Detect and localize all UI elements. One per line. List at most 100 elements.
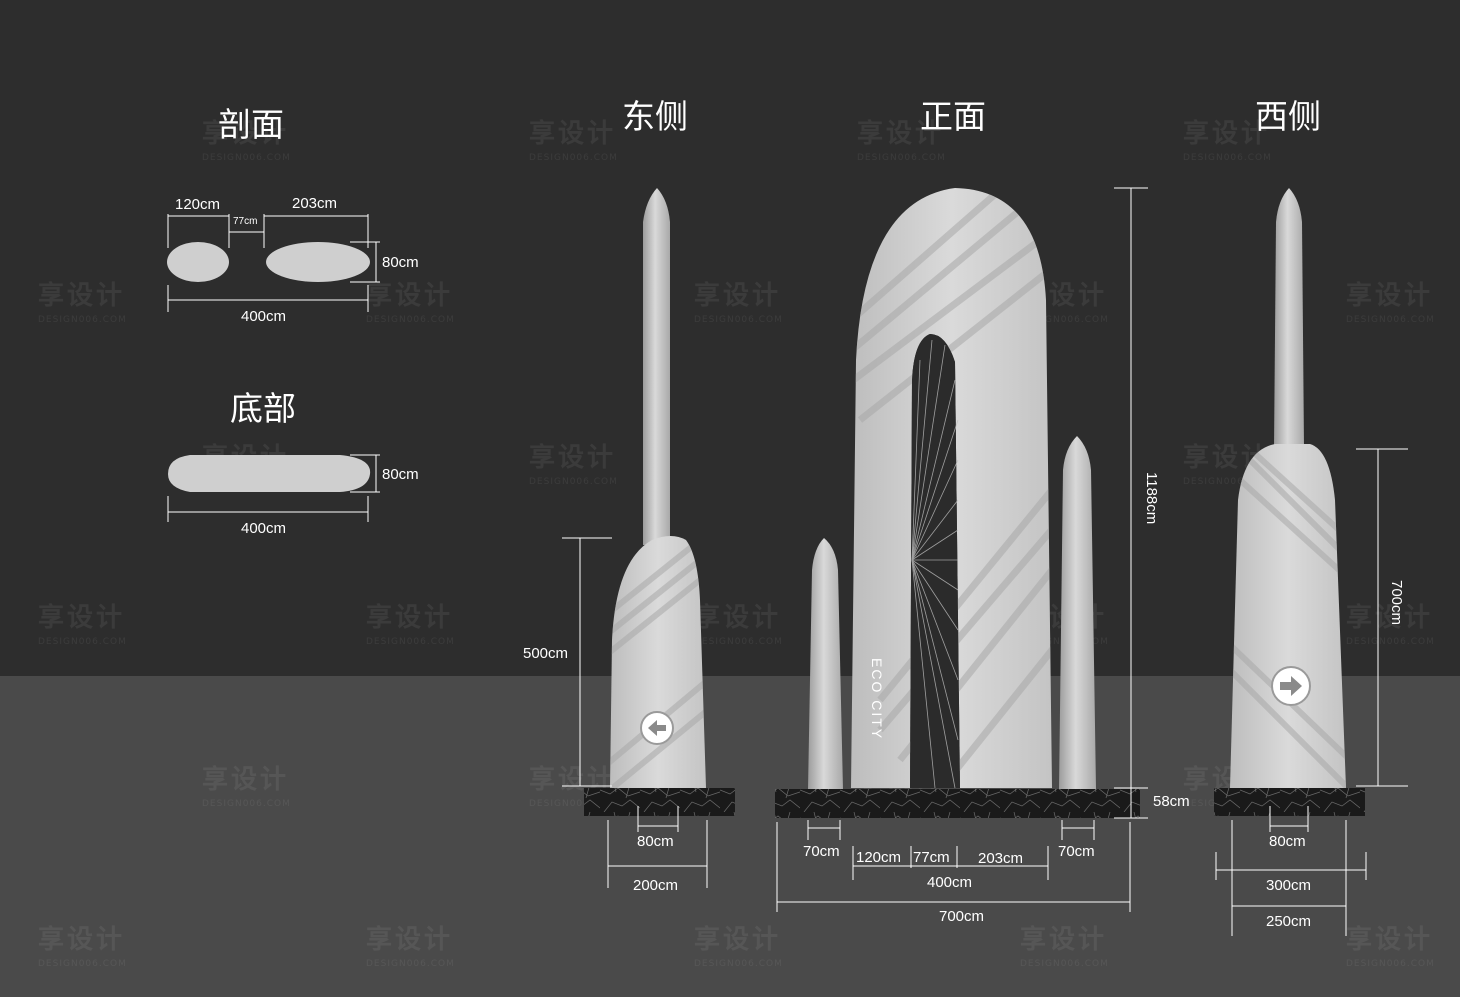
svg-text:DESIGN006.COM: DESIGN006.COM	[38, 959, 127, 969]
bottom-shape	[168, 455, 371, 492]
west-spire	[1274, 188, 1304, 448]
svg-text:DESIGN006.COM: DESIGN006.COM	[38, 315, 127, 325]
east-title: 东侧	[622, 97, 688, 136]
svg-text:DESIGN006.COM: DESIGN006.COM	[529, 799, 618, 809]
arrow-left-icon	[640, 711, 674, 745]
arrow-right-icon	[1271, 666, 1311, 706]
watermark: 享设计 DESIGN006.COM	[366, 924, 455, 969]
svg-text:享设计: 享设计	[366, 924, 453, 955]
front-total-width: 700cm	[939, 908, 984, 925]
front-total-height: 1188cm	[1143, 472, 1160, 524]
west-width-300: 300cm	[1266, 877, 1311, 894]
svg-text:DESIGN006.COM: DESIGN006.COM	[857, 153, 946, 163]
west-elevation: 700cm 80cm 300cm 250cm	[1214, 188, 1408, 936]
west-height: 700cm	[1388, 580, 1405, 625]
front-right-spire	[1059, 436, 1096, 790]
front-elevation: ECO CITY 1188cm 58cm 70cm 70cm 120cm 77c…	[775, 187, 1190, 925]
watermark: 享设计 DESIGN006.COM	[1020, 924, 1109, 969]
section-plan: 120cm 77cm 203cm 80cm 400cm	[167, 195, 419, 325]
svg-text:DESIGN006.COM: DESIGN006.COM	[366, 315, 455, 325]
front-stripes	[851, 188, 1052, 788]
east-body	[610, 536, 706, 788]
section-right-width: 203cm	[292, 195, 337, 212]
svg-text:享设计: 享设计	[1020, 924, 1107, 955]
east-elevation: 500cm 80cm 200cm	[523, 188, 735, 894]
front-left-spire	[808, 538, 843, 790]
bottom-depth: 80cm	[382, 466, 419, 483]
watermark: 享设计 DESIGN006.COM	[38, 924, 127, 969]
svg-text:DESIGN006.COM: DESIGN006.COM	[38, 637, 127, 647]
bottom-total: 400cm	[241, 520, 286, 537]
svg-text:享设计: 享设计	[202, 118, 289, 149]
west-width-250: 250cm	[1266, 913, 1311, 930]
svg-text:DESIGN006.COM: DESIGN006.COM	[366, 959, 455, 969]
front-base	[775, 789, 1140, 818]
section-depth: 80cm	[382, 254, 419, 271]
svg-text:DESIGN006.COM: DESIGN006.COM	[529, 153, 618, 163]
svg-text:DESIGN006.COM: DESIGN006.COM	[1020, 959, 1109, 969]
svg-text:享设计: 享设计	[529, 118, 616, 149]
svg-text:DESIGN006.COM: DESIGN006.COM	[529, 477, 618, 487]
svg-text:DESIGN006.COM: DESIGN006.COM	[202, 153, 291, 163]
east-height: 500cm	[523, 645, 568, 662]
watermark: 享设计 DESIGN006.COM	[38, 280, 127, 325]
watermark: 享设计 DESIGN006.COM	[1346, 280, 1435, 325]
watermark: 享设计 DESIGN006.COM	[202, 764, 291, 809]
east-base	[584, 788, 735, 816]
svg-text:享设计: 享设计	[38, 924, 125, 955]
svg-text:享设计: 享设计	[694, 602, 781, 633]
east-top-width: 80cm	[637, 833, 674, 850]
front-arch-width: 400cm	[927, 874, 972, 891]
svg-text:DESIGN006.COM: DESIGN006.COM	[202, 799, 291, 809]
svg-text:享设计: 享设计	[366, 280, 453, 311]
svg-text:享设计: 享设计	[1346, 602, 1433, 633]
svg-text:DESIGN006.COM: DESIGN006.COM	[1346, 315, 1435, 325]
svg-text:DESIGN006.COM: DESIGN006.COM	[1183, 153, 1272, 163]
svg-text:享设计: 享设计	[1346, 280, 1433, 311]
svg-text:DESIGN006.COM: DESIGN006.COM	[1346, 637, 1435, 647]
watermark: 享设计 DESIGN006.COM	[202, 118, 291, 163]
svg-text:享设计: 享设计	[38, 280, 125, 311]
front-arch-opening	[910, 334, 960, 789]
svg-text:享设计: 享设计	[694, 280, 781, 311]
svg-text:享设计: 享设计	[38, 602, 125, 633]
svg-text:享设计: 享设计	[857, 118, 944, 149]
svg-text:享设计: 享设计	[366, 602, 453, 633]
svg-text:享设计: 享设计	[529, 442, 616, 473]
bottom-title: 底部	[230, 389, 296, 428]
svg-text:DESIGN006.COM: DESIGN006.COM	[694, 315, 783, 325]
front-right-spire-width: 70cm	[1058, 843, 1095, 860]
watermark: 享设计 DESIGN006.COM	[366, 280, 455, 325]
section-gap: 77cm	[233, 216, 257, 227]
watermark: 享设计 DESIGN006.COM	[38, 602, 127, 647]
front-title: 正面	[920, 97, 986, 136]
watermark: 享设计 DESIGN006.COM	[1346, 924, 1435, 969]
svg-text:享设计: 享设计	[1346, 924, 1433, 955]
watermark: 享设计 DESIGN006.COM	[694, 602, 783, 647]
svg-text:享设计: 享设计	[694, 924, 781, 955]
watermark: 享设计 DESIGN006.COM	[1346, 602, 1435, 647]
watermark: 享设计 DESIGN006.COM	[529, 118, 618, 163]
section-left-oval	[167, 242, 229, 282]
watermark: 享设计 DESIGN006.COM	[694, 280, 783, 325]
watermark: 享设计 DESIGN006.COM	[694, 924, 783, 969]
bottom-plan: 80cm 400cm	[167, 454, 419, 537]
svg-text:DESIGN006.COM: DESIGN006.COM	[1346, 959, 1435, 969]
west-base	[1214, 788, 1365, 816]
front-left-spire-width: 70cm	[803, 843, 840, 860]
svg-text:DESIGN006.COM: DESIGN006.COM	[694, 637, 783, 647]
front-leg-right: 203cm	[978, 850, 1023, 867]
section-total: 400cm	[241, 308, 286, 325]
watermark: 享设计 DESIGN006.COM	[529, 442, 618, 487]
watermark: 享设计 DESIGN006.COM	[857, 118, 946, 163]
svg-text:享设计: 享设计	[202, 764, 289, 795]
background-bottom	[0, 676, 1460, 997]
front-leg-left: 120cm	[856, 849, 901, 866]
svg-text:DESIGN006.COM: DESIGN006.COM	[694, 959, 783, 969]
section-right-oval	[266, 242, 370, 282]
brand-text: ECO CITY	[869, 658, 885, 740]
section-left-width: 120cm	[175, 196, 220, 213]
